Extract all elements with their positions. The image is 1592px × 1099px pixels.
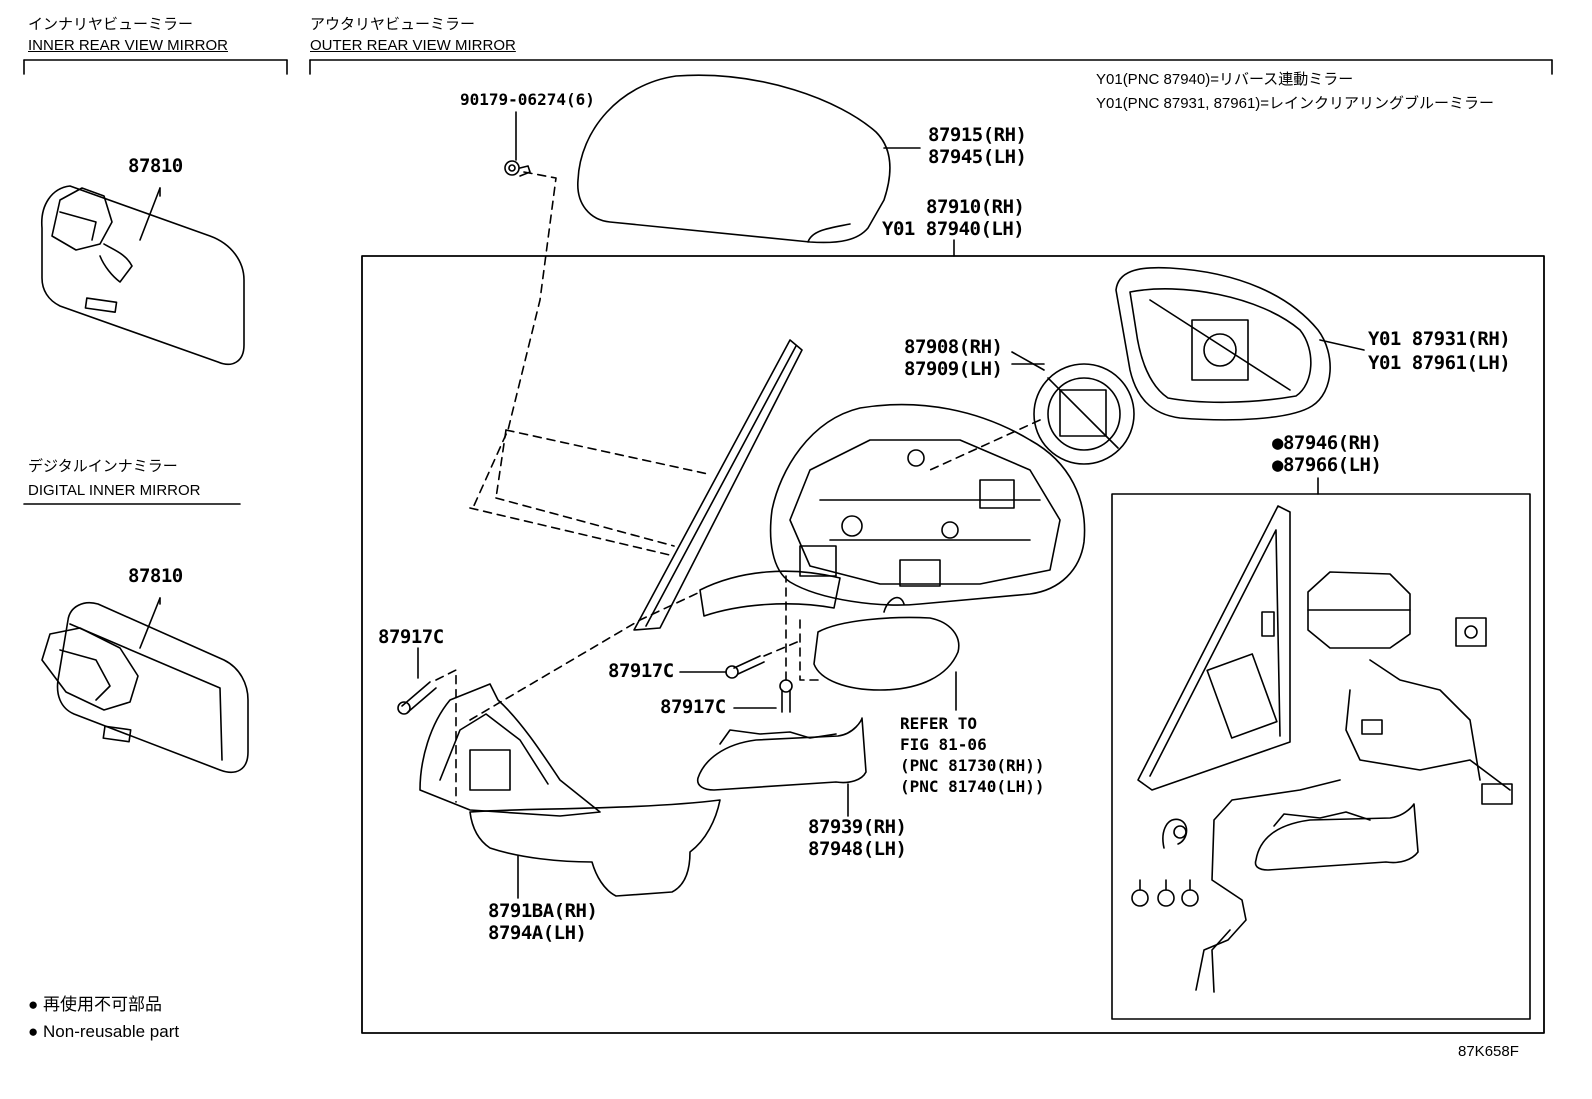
- lower-cover-illustration: [469, 799, 721, 899]
- part-screw-center-b: 87917C: [660, 696, 726, 718]
- kit-actuator-illustration: [1307, 571, 1411, 649]
- legend-en: ● Non-reusable part: [28, 1022, 180, 1041]
- figure-code: 87K658F: [1458, 1043, 1519, 1060]
- refer-line-3: (PNC 81730(RH)): [900, 756, 1045, 775]
- part-lower-rh: 8791BA(RH): [488, 900, 598, 922]
- garnish-illustration: [696, 717, 867, 817]
- part-screw-left: 87917C: [378, 626, 444, 648]
- kit-inset-box: [1111, 493, 1531, 1020]
- refer-line-2: FIG 81-06: [900, 735, 987, 754]
- refer-line-1: REFER TO: [900, 714, 978, 733]
- actuator-phantom-line: [929, 419, 1041, 471]
- kit-garnish-illustration: [1254, 803, 1419, 871]
- part-assy-lh: Y01 87940(LH): [882, 218, 1025, 240]
- part-glass-rh: Y01 87931(RH): [1368, 328, 1511, 350]
- note-rain-clearing-mirror: Y01(PNC 87931, 87961)=レインクリアリングブルーミラー: [1096, 95, 1495, 112]
- kit-glass-illustration: [1137, 505, 1291, 791]
- part-actuator-lh: 87909(LH): [904, 358, 1003, 380]
- clip-phantom-line: [471, 171, 557, 511]
- part-actuator-rh: 87908(RH): [904, 336, 1003, 358]
- part-cover-rh: 87915(RH): [928, 124, 1027, 146]
- part-kit-rh: ●87946(RH): [1272, 432, 1382, 454]
- digital-title-jp: デジタルインナミラー: [28, 458, 178, 475]
- screw-center-b: [733, 679, 793, 713]
- mirror-cover-illustration: [577, 74, 921, 244]
- screw-center-a-phantom: [763, 639, 803, 657]
- mirror-glass-illustration: [633, 339, 803, 631]
- part-garnish-rh: 87939(RH): [808, 816, 907, 838]
- screw-left: [397, 647, 437, 715]
- outer-title-jp: アウタリヤビューミラー: [310, 16, 476, 33]
- clip-part: [504, 111, 531, 177]
- leader-lines: [159, 187, 1365, 605]
- part-inner-mirror: 87810: [128, 155, 183, 177]
- legend-jp: ● 再使用不可部品: [28, 995, 163, 1014]
- digital-mirror-illustration: [41, 597, 249, 774]
- assembly-frame: [361, 255, 1545, 1034]
- refer-line-4: (PNC 81740(LH)): [900, 777, 1045, 796]
- mirror-body-illustration: [699, 403, 1086, 617]
- glass-plate-illustration: [1115, 266, 1331, 421]
- part-digital-mirror: 87810: [128, 565, 183, 587]
- bullet-icon: ●: [28, 1022, 39, 1041]
- glass-phantom-outline: [469, 429, 709, 557]
- inner-mirror-illustration: [41, 185, 245, 366]
- part-garnish-lh: 87948(LH): [808, 838, 907, 860]
- lower-bracket-illustration: [419, 683, 601, 817]
- kit-harness-illustration: [1195, 659, 1513, 993]
- part-kit-lh: ●87966(LH): [1272, 454, 1382, 476]
- outer-section-bracket: [309, 59, 1553, 75]
- inner-title-jp: インナリヤビューミラー: [28, 16, 194, 33]
- part-assy-rh: 87910(RH): [926, 196, 1025, 218]
- turn-signal-illustration: [813, 596, 960, 711]
- kit-hook-illustration: [1162, 818, 1188, 849]
- inner-title-en: INNER REAR VIEW MIRROR: [28, 37, 229, 54]
- outer-title-en: OUTER REAR VIEW MIRROR: [310, 37, 516, 54]
- screw-left-phantom: [435, 591, 701, 803]
- part-screw-center-a: 87917C: [608, 660, 674, 682]
- part-lower-lh: 8794A(LH): [488, 922, 587, 944]
- digital-title-en: DIGITAL INNER MIRROR: [28, 482, 201, 499]
- inner-section-bracket: [23, 59, 288, 75]
- bullet-icon: ●: [28, 995, 39, 1014]
- note-reverse-mirror: Y01(PNC 87940)=リバース連動ミラー: [1096, 71, 1354, 88]
- glass-phantom-edge: [495, 429, 507, 499]
- screw-center-b-phantom: [785, 575, 821, 681]
- kit-clip-illustration: [1455, 617, 1487, 647]
- kit-screws-illustration: [1131, 879, 1199, 907]
- part-glass-lh: Y01 87961(LH): [1368, 352, 1511, 374]
- part-cover-lh: 87945(LH): [928, 146, 1027, 168]
- actuator-illustration: [1011, 363, 1135, 465]
- part-clip: 90179-06274(6): [460, 90, 595, 109]
- screw-center-a: [679, 655, 765, 679]
